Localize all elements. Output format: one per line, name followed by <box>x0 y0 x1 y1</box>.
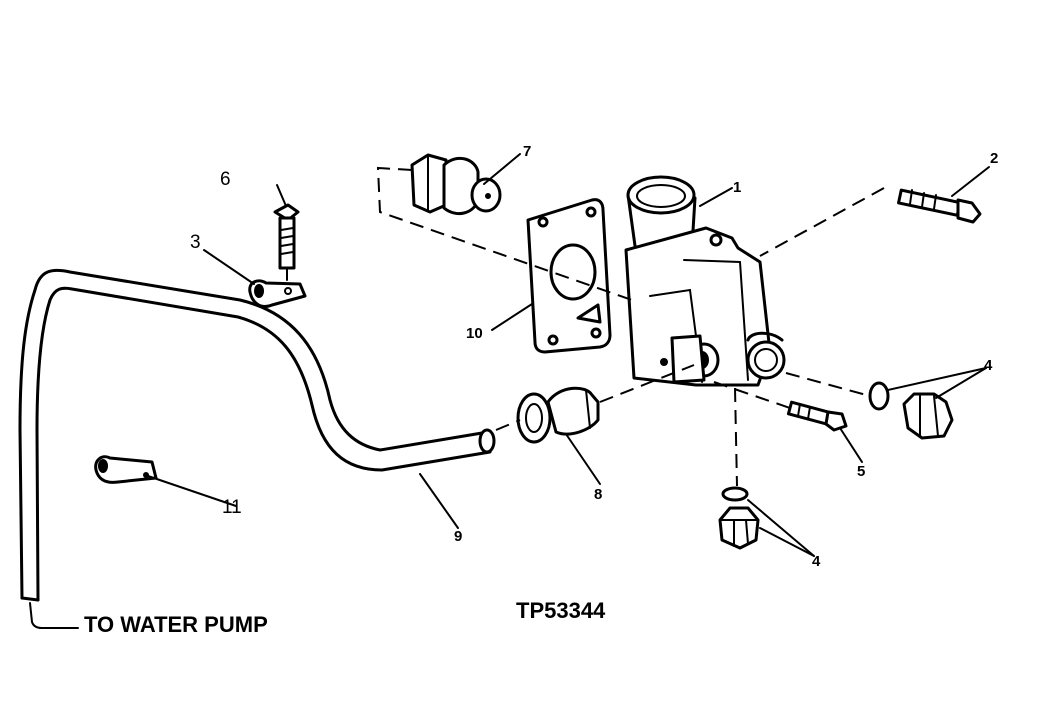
figure-id: TP53344 <box>516 598 606 623</box>
callout-numbers: 1 2 3 4 4 5 6 7 8 9 10 11 <box>190 143 998 570</box>
clamp-11 <box>94 455 158 484</box>
callout-11: 11 <box>222 497 242 518</box>
callout-5: 5 <box>857 463 865 480</box>
to-water-pump-label: TO WATER PUMP <box>84 612 268 637</box>
callout-9: 9 <box>454 528 462 545</box>
bolt-6 <box>273 203 300 281</box>
callout-7: 7 <box>523 143 531 160</box>
clamp-3 <box>248 279 307 308</box>
plug-4-right <box>868 381 954 440</box>
callout-1: 1 <box>733 179 741 196</box>
callout-10: 10 <box>466 325 483 342</box>
callout-4-bottom: 4 <box>812 553 821 570</box>
fitting-8 <box>516 386 600 444</box>
assembly-lines <box>376 166 885 487</box>
callout-leaders <box>147 153 990 557</box>
plug-4-bottom <box>718 486 760 550</box>
callout-6: 6 <box>220 169 231 190</box>
bolt-5 <box>786 400 848 432</box>
temperature-sender-7 <box>410 153 502 216</box>
callout-3: 3 <box>190 232 201 253</box>
callout-4-right: 4 <box>984 357 993 374</box>
coolant-hose <box>18 268 496 602</box>
gasket-10 <box>526 198 612 354</box>
water-pump-leader: TO WATER PUMP <box>29 602 268 637</box>
callout-8: 8 <box>594 486 602 503</box>
thermostat-housing-1 <box>624 175 786 387</box>
callout-2: 2 <box>990 150 998 167</box>
bolt-2 <box>897 188 982 224</box>
